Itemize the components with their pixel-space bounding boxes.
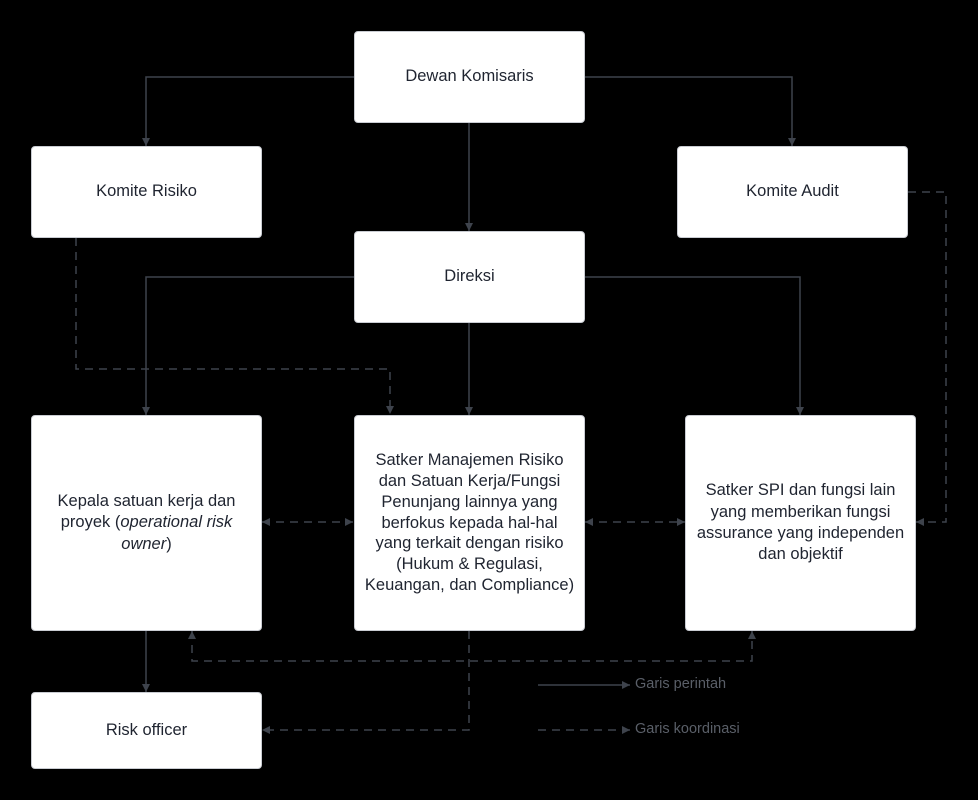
node-satker-manajemen-risiko: Satker Manajemen Risiko dan Satuan Kerja… bbox=[354, 415, 585, 631]
node-satker-manajemen-risiko-text: Satker Manajemen Risiko dan Satuan Kerja… bbox=[365, 450, 574, 597]
node-satker-spi-text: Satker SPI dan fungsi lain yang memberik… bbox=[697, 480, 904, 566]
node-kepala-satuan-kerja-text: Kepala satuan kerja dan proyek (operatio… bbox=[58, 491, 236, 555]
node-komite-audit: Komite Audit bbox=[677, 146, 908, 238]
dash-komite-risiko-to-satker-manajemen bbox=[75, 238, 394, 414]
node-komite-risiko-label: Komite Risiko bbox=[96, 182, 197, 201]
satker-manajemen-line-1: Satker Manajemen Risiko bbox=[375, 450, 564, 469]
satker-manajemen-line-6: (Hukum & Regulasi, bbox=[396, 555, 543, 574]
kepala-line-2: proyek (operational risk bbox=[58, 512, 236, 533]
satker-spi-line-4: dan objektif bbox=[758, 545, 843, 564]
dash-komite-audit-to-satker-spi bbox=[908, 191, 947, 526]
dash-bottom-kepala-spi bbox=[188, 631, 756, 662]
satker-spi-line-3: assurance yang independen bbox=[696, 524, 905, 542]
node-kepala-satuan-kerja: Kepala satuan kerja dan proyek (operatio… bbox=[31, 415, 262, 631]
satker-manajemen-line-7: Keuangan, dan Compliance) bbox=[364, 576, 575, 595]
satker-spi-line-2: yang memberikan fungsi bbox=[710, 502, 891, 521]
legend-command-line-label: Garis perintah bbox=[635, 676, 727, 692]
legend-coordination-line-label: Garis koordinasi bbox=[635, 721, 740, 737]
satker-manajemen-line-3: Penunjang lainnya yang bbox=[381, 492, 558, 511]
satker-spi-line-1: Satker SPI dan fungsi lain bbox=[705, 481, 896, 500]
kepala-line-3-italic: owner bbox=[121, 534, 167, 553]
kepala-line-2-italic: operational risk bbox=[120, 513, 233, 532]
satker-manajemen-line-4: berfokus kepada hal-hal bbox=[381, 513, 558, 532]
node-komite-risiko: Komite Risiko bbox=[31, 146, 262, 238]
satker-manajemen-line-5: yang terkait dengan risiko bbox=[375, 534, 564, 553]
node-risk-officer: Risk officer bbox=[31, 692, 262, 769]
satker-manajemen-line-2: dan Satuan Kerja/Fungsi bbox=[378, 471, 561, 490]
node-risk-officer-label: Risk officer bbox=[105, 720, 188, 739]
line-dewan-to-komite-risiko bbox=[142, 76, 354, 146]
node-komite-audit-label: Komite Audit bbox=[746, 182, 839, 201]
dash-satker-manajemen-to-risk-officer bbox=[262, 631, 470, 734]
kepala-line-3: owner) bbox=[58, 534, 236, 555]
line-dewan-to-komite-audit bbox=[584, 76, 796, 146]
kepala-line-2-prefix: proyek ( bbox=[60, 513, 121, 532]
node-dewan-komisaris-label: Dewan Komisaris bbox=[405, 67, 534, 86]
node-dewan-komisaris: Dewan Komisaris bbox=[354, 31, 585, 123]
node-satker-spi: Satker SPI dan fungsi lain yang memberik… bbox=[685, 415, 916, 631]
kepala-line-3-suffix: ) bbox=[166, 534, 172, 553]
kepala-line-1: Kepala satuan kerja dan bbox=[57, 491, 236, 510]
node-direksi-label: Direksi bbox=[444, 267, 495, 286]
node-direksi: Direksi bbox=[354, 231, 585, 323]
line-direksi-to-kepala bbox=[142, 276, 354, 415]
line-direksi-to-satker-spi bbox=[584, 276, 804, 415]
